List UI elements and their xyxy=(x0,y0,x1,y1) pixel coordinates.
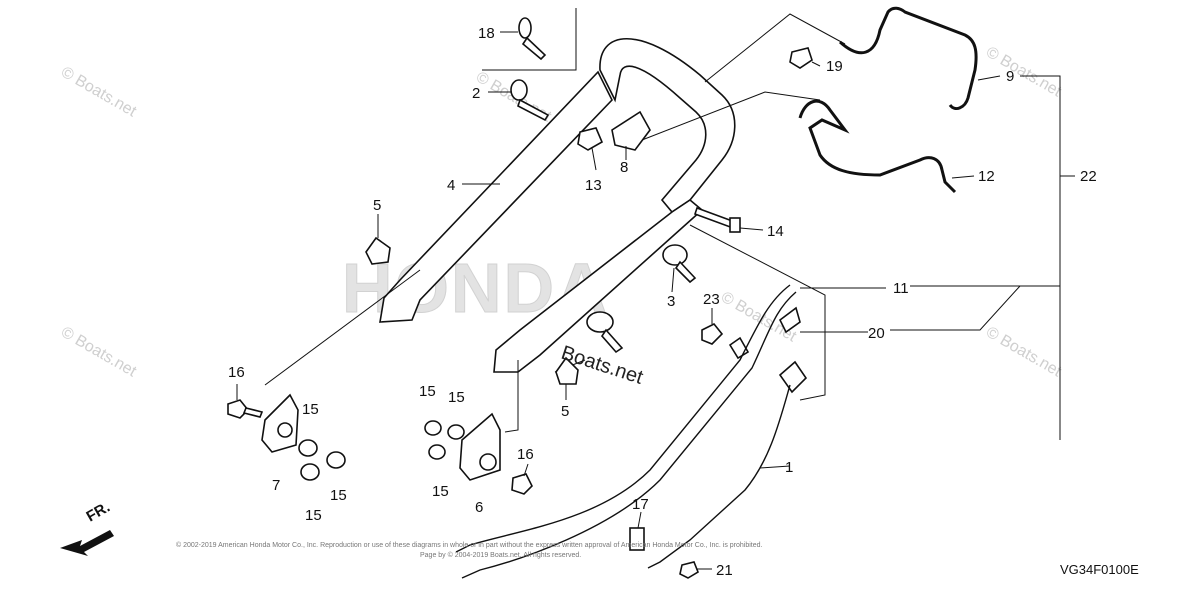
callout-15c: 15 xyxy=(330,487,347,504)
frame-line xyxy=(504,360,519,433)
bolt-16a xyxy=(227,399,264,419)
callout-18: 18 xyxy=(478,25,495,42)
knob-5-upper xyxy=(365,236,391,265)
control-bail-upper xyxy=(838,6,978,110)
callout-22: 22 xyxy=(1080,168,1097,185)
callout-20: 20 xyxy=(868,325,885,342)
callout-11: 11 xyxy=(893,280,909,297)
callout-3: 3 xyxy=(667,293,675,310)
cable-20 xyxy=(461,291,797,579)
callout-23: 23 xyxy=(703,291,720,308)
control-bail-lower xyxy=(798,99,957,194)
callout-15d: 15 xyxy=(419,383,436,400)
callout-2: 2 xyxy=(472,85,480,102)
frame-line xyxy=(689,224,826,401)
callout-8: 8 xyxy=(620,159,628,176)
knob-5-lower xyxy=(555,356,579,385)
cable-clamp-3 xyxy=(662,244,697,284)
frame-line xyxy=(641,91,821,141)
callout-13: 13 xyxy=(585,177,602,194)
bolt-14 xyxy=(693,206,741,233)
clip-19 xyxy=(789,47,813,69)
lower-handle xyxy=(493,199,704,373)
nut-23 xyxy=(701,322,724,345)
watermark: © Boats.net xyxy=(58,324,140,381)
callout-15a: 15 xyxy=(302,401,319,418)
front-direction-label: FR. xyxy=(84,499,113,526)
callout-5-upper: 5 xyxy=(373,197,381,214)
callout-14: 14 xyxy=(767,223,784,240)
cable-bracket-6 xyxy=(459,412,501,481)
callout-15e: 15 xyxy=(448,389,465,406)
callout-7: 7 xyxy=(272,477,280,494)
copyright-line: Page by © 2004-2019 Boats.net. All right… xyxy=(420,551,581,559)
callout-4: 4 xyxy=(447,177,455,194)
cable-guide-18 xyxy=(518,17,547,61)
copyright-line: © 2002-2019 American Honda Motor Co., In… xyxy=(176,541,763,549)
cable-guide-8 xyxy=(611,110,651,151)
callout-1: 1 xyxy=(785,459,793,476)
callout-19: 19 xyxy=(826,58,843,75)
diagram-code: VG34F0100E xyxy=(1060,562,1139,577)
callout-16b: 16 xyxy=(517,446,534,463)
callout-15f: 15 xyxy=(432,483,449,500)
callout-17: 17 xyxy=(632,496,649,513)
watermark: © Boats.net xyxy=(983,44,1065,101)
cable-clip-17 xyxy=(629,527,645,551)
leader-lines xyxy=(236,31,1075,570)
watermark: © Boats.net xyxy=(58,64,140,121)
cable-11 xyxy=(455,284,791,553)
frame-line xyxy=(264,269,421,386)
callout-6: 6 xyxy=(475,499,483,516)
callout-16a: 16 xyxy=(228,364,245,381)
frame-line xyxy=(704,13,846,83)
callout-12: 12 xyxy=(978,168,995,185)
nut-13 xyxy=(577,127,604,151)
watermark: © Boats.net xyxy=(983,324,1065,381)
bolt-21 xyxy=(679,561,699,579)
eye-bolt xyxy=(510,79,550,122)
callout-15b: 15 xyxy=(305,507,322,524)
cable-bracket-7 xyxy=(261,393,299,453)
nuts-15 xyxy=(298,420,465,481)
callout-labels: 1 2 3 4 5 5 6 7 8 9 11 12 13 14 15 15 15… xyxy=(228,25,1097,579)
callout-5-lower: 5 xyxy=(561,403,569,420)
frame-line xyxy=(482,8,577,71)
bolt-16b xyxy=(511,473,533,495)
callout-9: 9 xyxy=(1006,68,1014,85)
cable-clamp-3b xyxy=(586,311,624,354)
front-direction-arrow: FR. xyxy=(60,499,114,556)
cable-1 xyxy=(647,384,791,569)
callout-21: 21 xyxy=(716,562,733,579)
